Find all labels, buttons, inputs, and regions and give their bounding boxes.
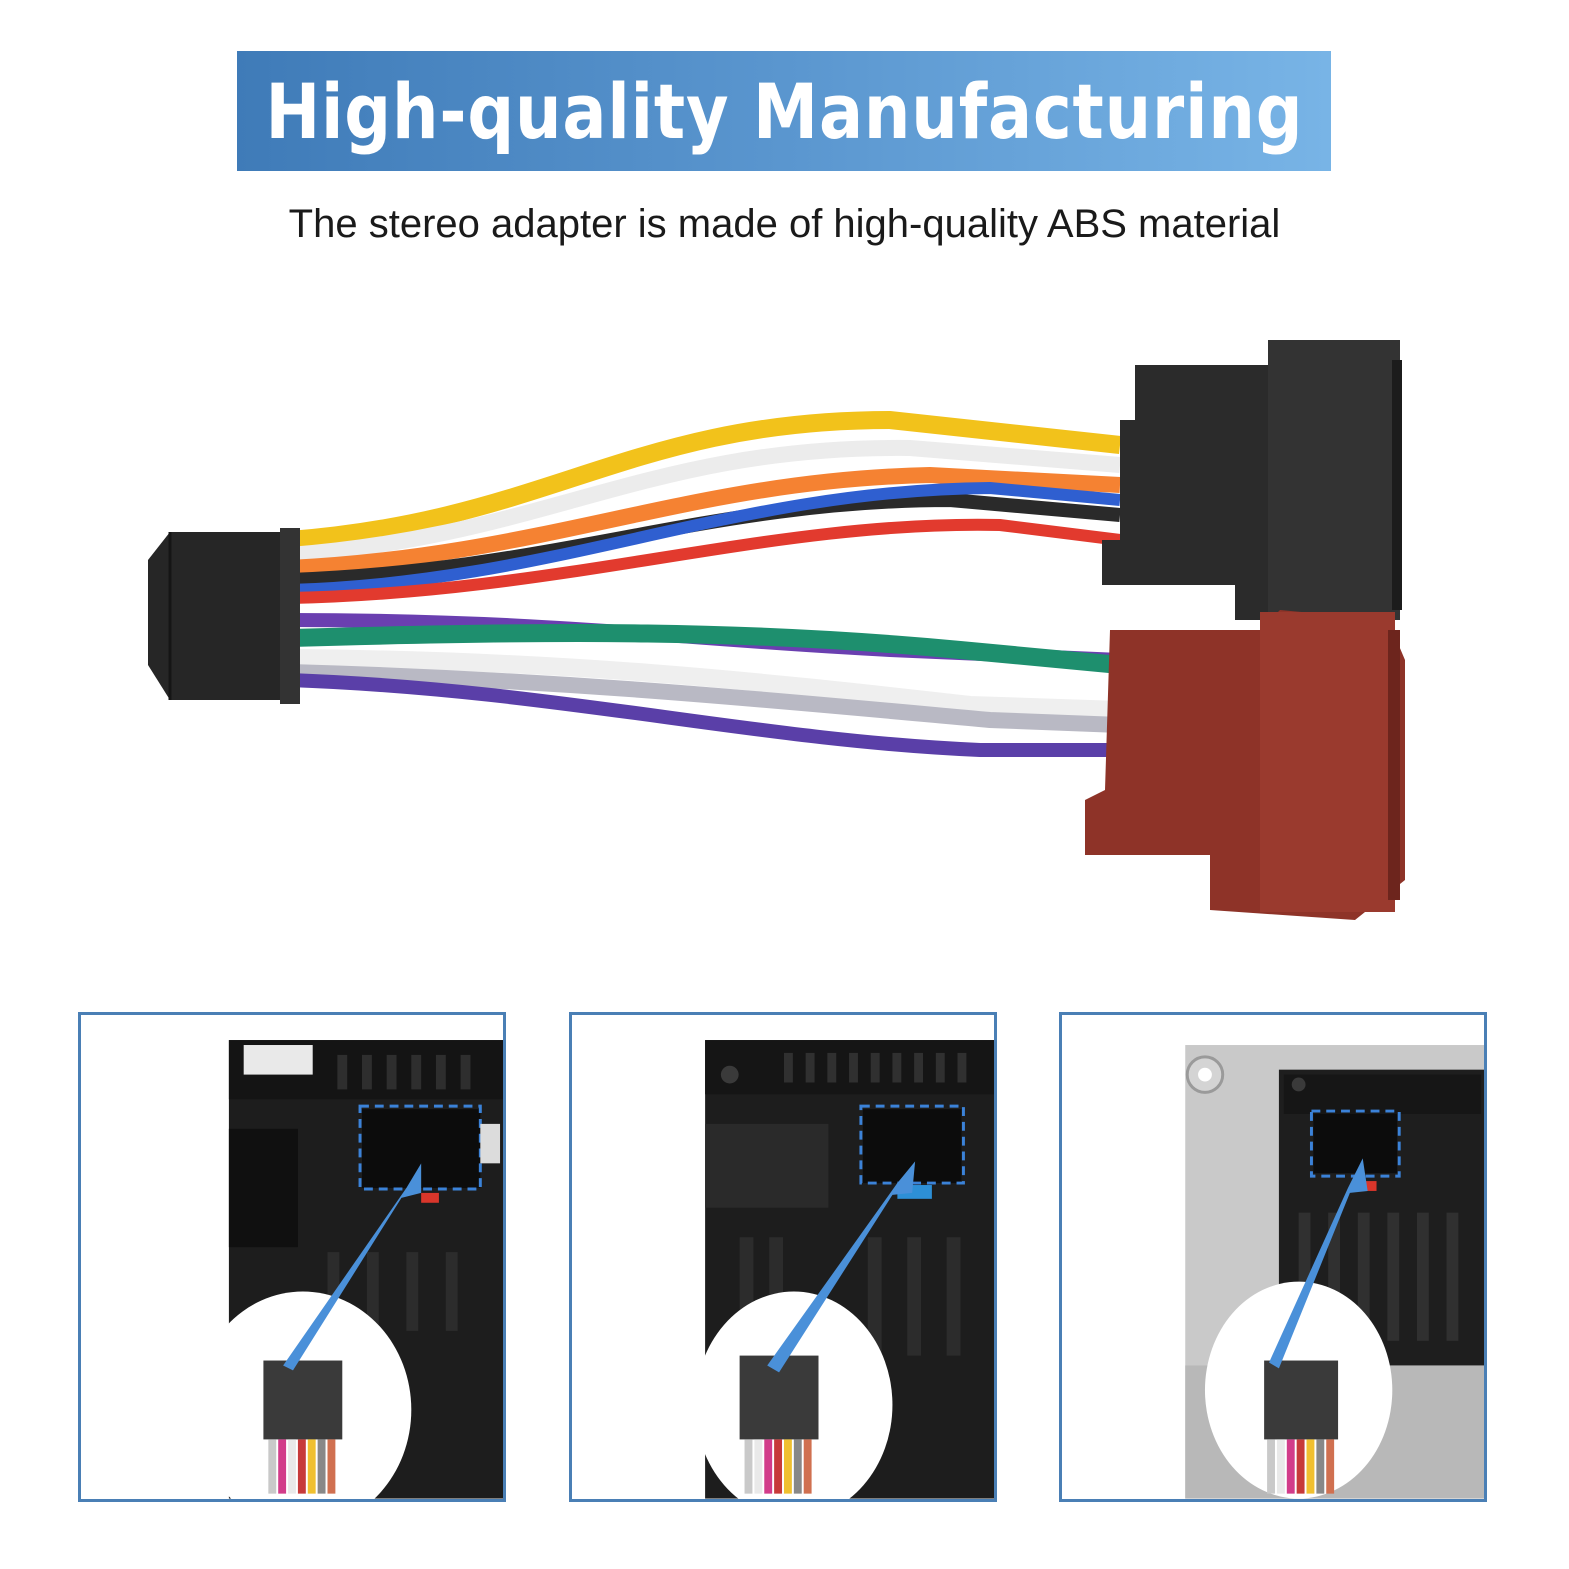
wire-blue (289, 481, 1121, 596)
connector-plug-image (1264, 1360, 1339, 1440)
wire-red (289, 518, 1121, 604)
wire-white-b (289, 649, 1121, 719)
pointer-arrow-icon (1269, 1158, 1368, 1369)
banner-title: High-quality Manufacturing (265, 66, 1303, 156)
install-panel-2 (569, 1012, 997, 1502)
connector-plug-image (263, 1360, 343, 1440)
stereo-back-panel-image (1185, 1045, 1484, 1499)
pointer-arrow-icon (767, 1161, 916, 1373)
wire-orange (289, 466, 1121, 576)
wire-violet (289, 673, 1120, 757)
stereo-back-panel-image (695, 1040, 994, 1499)
highlight-box-icon (358, 1104, 482, 1191)
wire-white-a (289, 439, 1121, 563)
wire-yellow (289, 410, 1121, 549)
stereo-back-panel-image (194, 1040, 503, 1499)
wire-grey (289, 664, 1121, 733)
left-connector (148, 532, 295, 700)
install-panel-1 (78, 1012, 506, 1502)
pointer-arrow-icon (283, 1163, 422, 1371)
wiring-harness-image (148, 340, 1405, 920)
subtitle: The stereo adapter is made of high-quali… (288, 202, 1281, 246)
title-banner: High-quality Manufacturing (237, 51, 1331, 171)
wire-green (289, 624, 1121, 674)
install-panel-3 (1059, 1012, 1487, 1502)
